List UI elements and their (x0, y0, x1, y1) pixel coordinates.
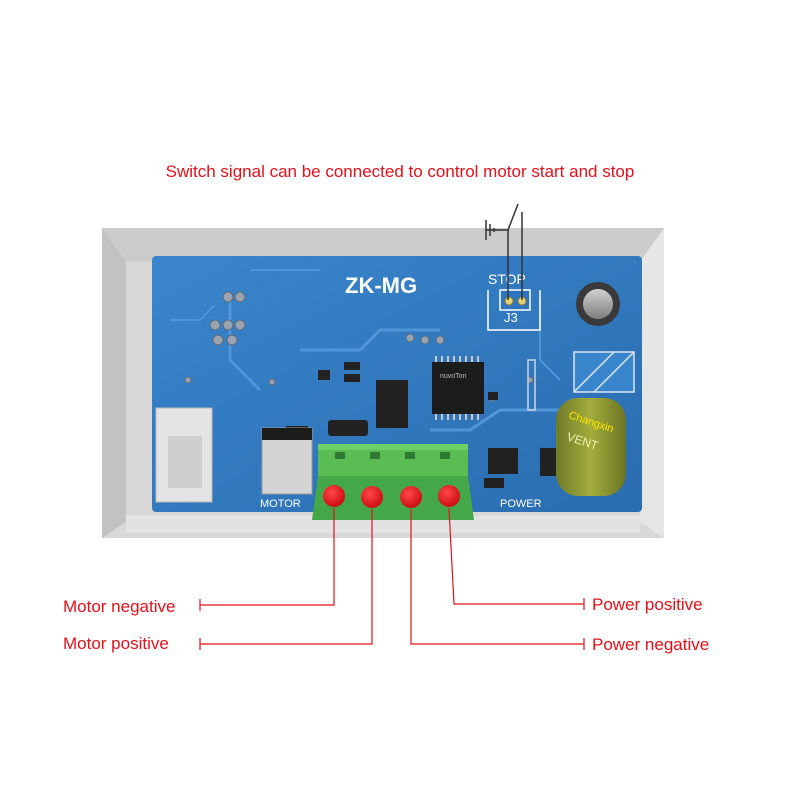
motor-label: MOTOR (260, 498, 301, 510)
diagram-caption: Switch signal can be connected to contro… (165, 162, 635, 181)
terminal-screw-power-positive[interactable] (438, 485, 460, 507)
leader-motor-negative (200, 508, 335, 606)
terminal-screw-motor-positive[interactable] (361, 486, 383, 508)
leader-power-negative (410, 509, 584, 645)
label-motor-positive: Motor positive (63, 634, 169, 653)
leader-lines (199, 507, 585, 650)
film-capacitor: Changxin VENT (556, 398, 626, 496)
label-power-positive: Power positive (592, 595, 703, 614)
label-motor-negative: Motor negative (63, 597, 176, 616)
terminal-screw-motor-negative[interactable] (323, 485, 345, 507)
leader-motor-positive (200, 509, 373, 645)
switch-symbol-icon (485, 203, 523, 300)
jumper-label: J3 (504, 310, 518, 325)
power-label: POWER (500, 498, 542, 510)
pcb (152, 256, 642, 512)
leader-power-positive (448, 507, 584, 605)
terminal-block (312, 444, 474, 520)
silkscreen: ZK-MG STOP J3 MOTOR POWER nuvoTon (260, 271, 542, 510)
electrolytic-capacitor (576, 282, 620, 326)
board-model-label: ZK-MG (345, 273, 417, 298)
stop-header[interactable] (499, 289, 531, 311)
terminal-screw-power-negative[interactable] (400, 486, 422, 508)
stop-label: STOP (488, 271, 526, 287)
label-power-negative: Power negative (592, 635, 710, 654)
chip-label: nuvoTon (440, 373, 467, 380)
